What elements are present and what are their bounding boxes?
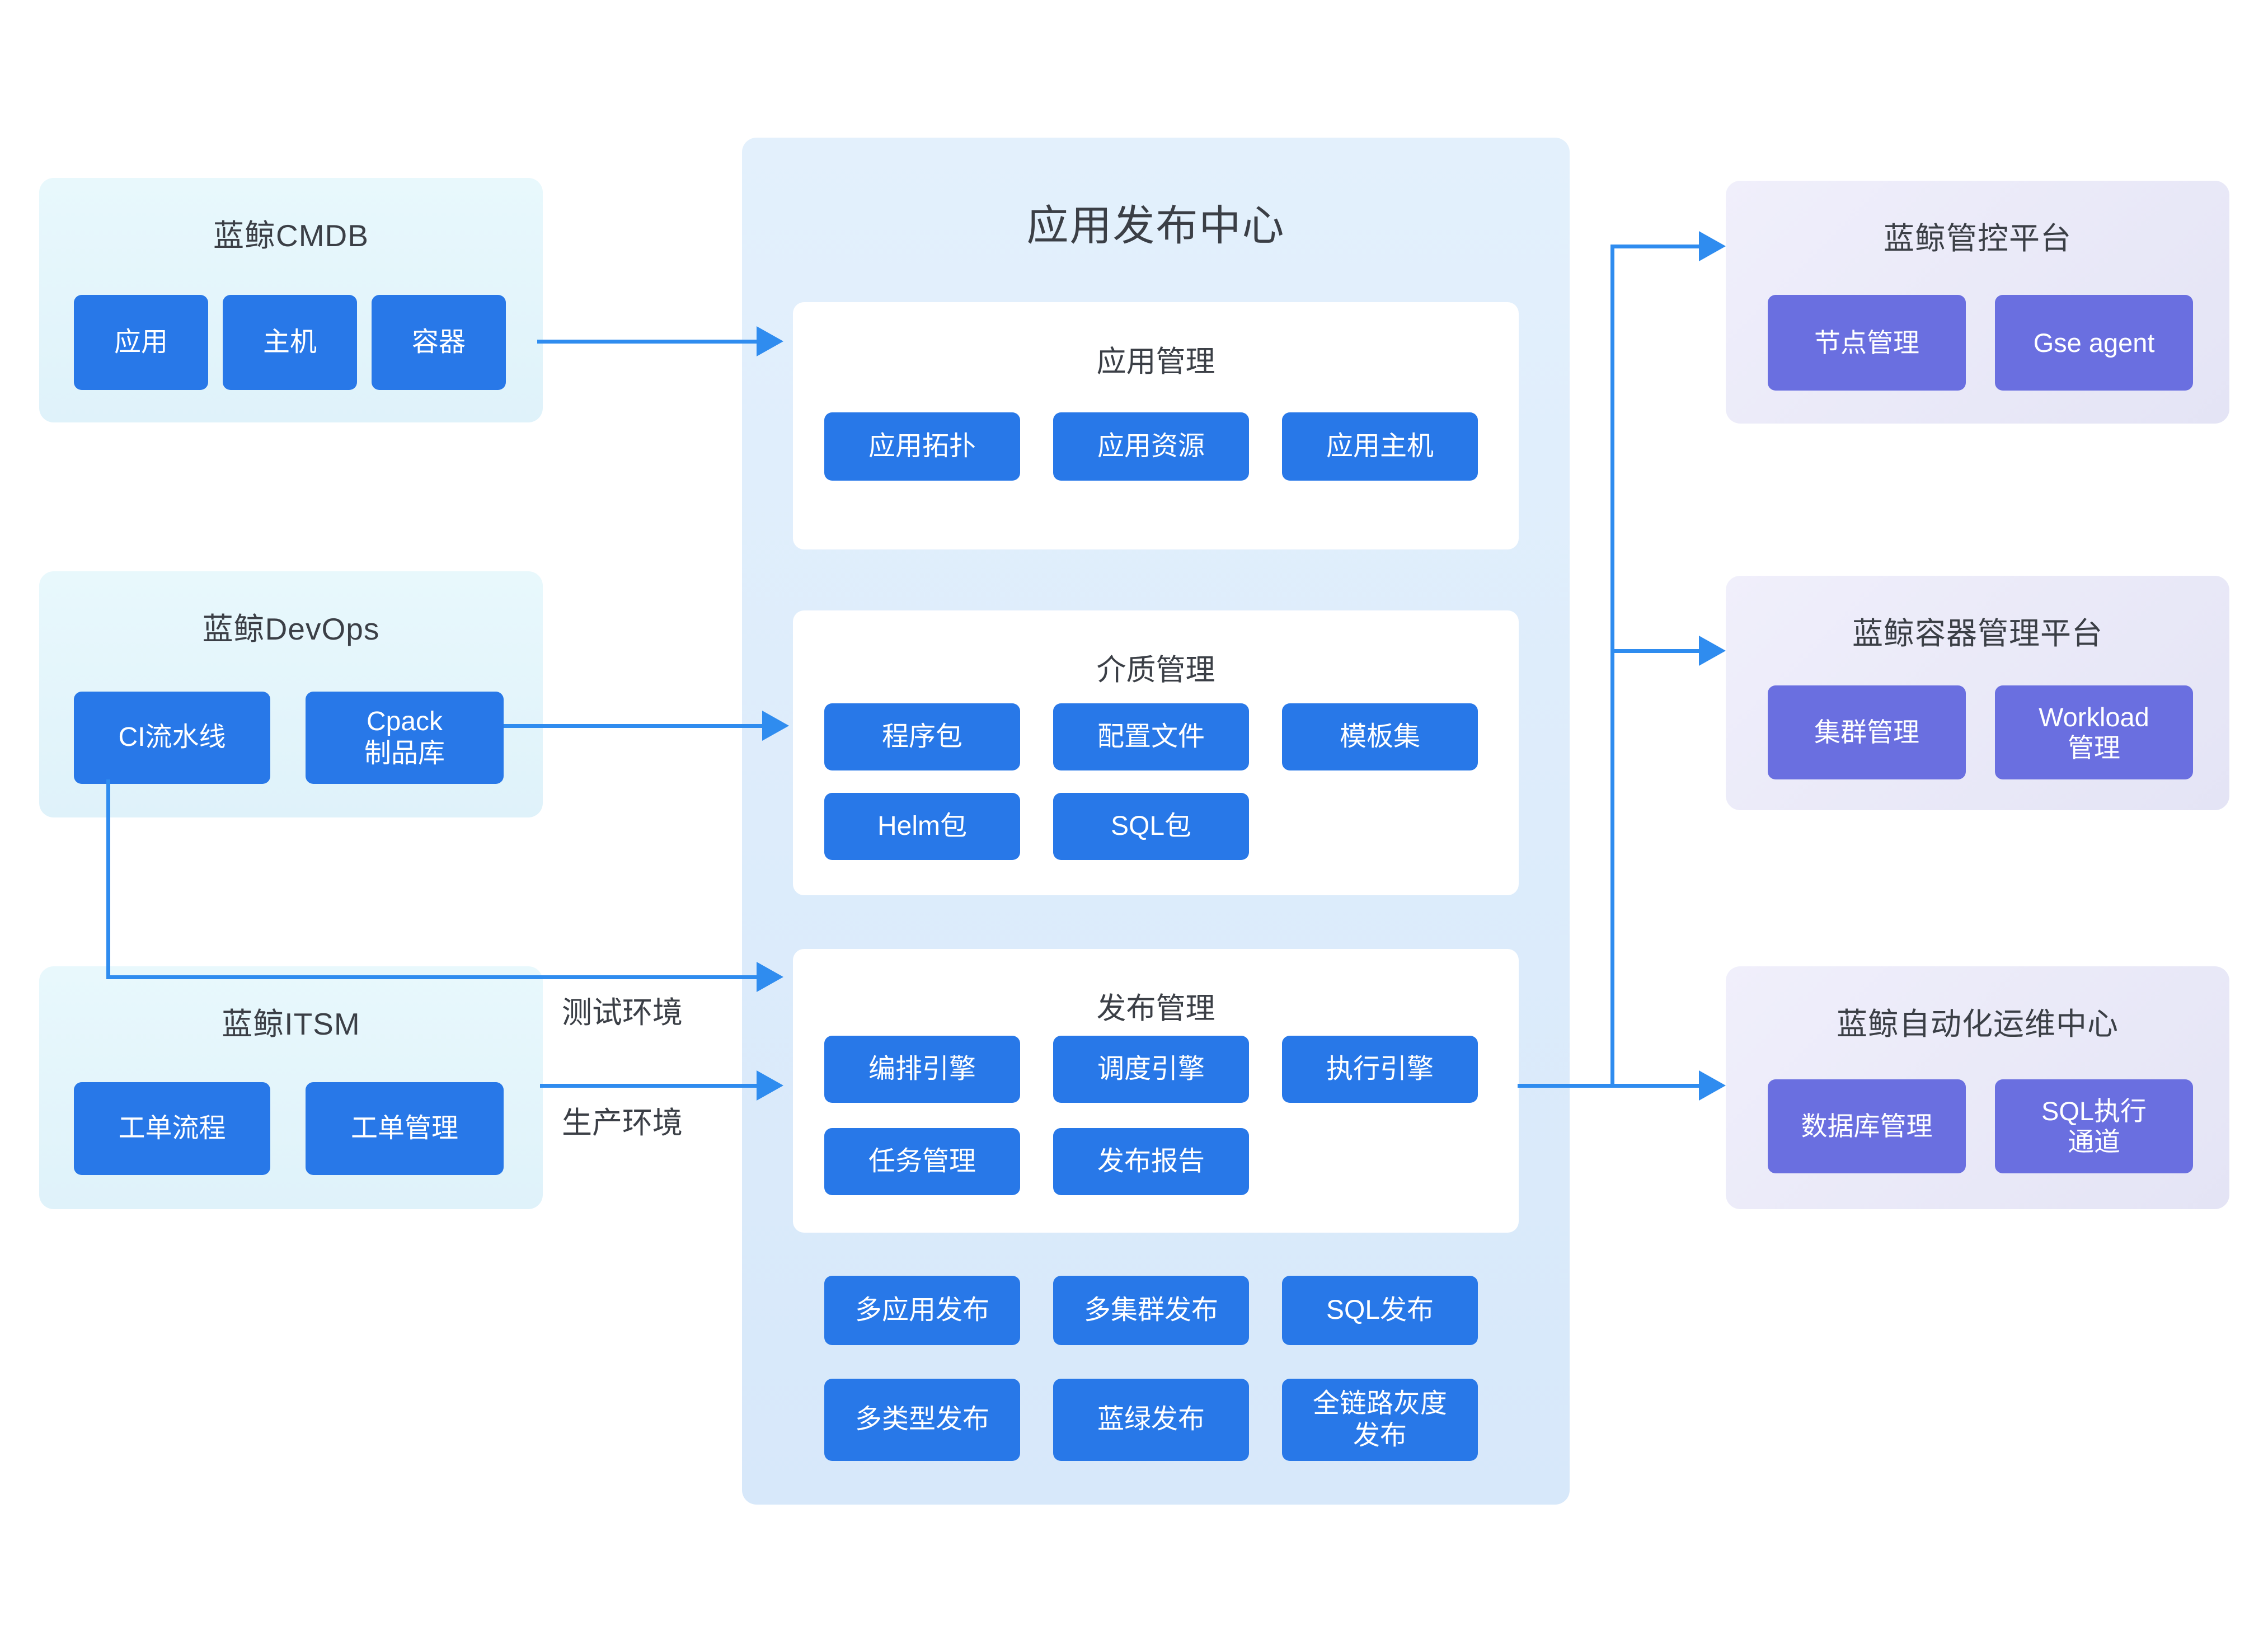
feature-button-row-1: 多应用发布 多集群发布 SQL发布 (824, 1276, 1478, 1345)
helm-package-button: Helm包 (824, 793, 1020, 860)
test-env-line (106, 975, 757, 979)
ops-center-box: 蓝鲸自动化运维中心 数据库管理 SQL执行 通道 (1726, 966, 2229, 1209)
right-trunk-line (1610, 245, 1614, 1088)
branch-bottom-line (1614, 1084, 1699, 1088)
multi-type-release-button: 多类型发布 (824, 1379, 1020, 1461)
container-button: 容器 (372, 295, 506, 390)
release-mgmt-card: 发布管理 编排引擎 调度引擎 执行引擎 任务管理 发布报告 (793, 949, 1519, 1233)
prod-env-label: 生产环境 (562, 1106, 683, 1140)
task-mgmt-button: 任务管理 (824, 1128, 1020, 1195)
orchestration-engine-button: 编排引擎 (824, 1036, 1020, 1103)
cluster-mgmt-button: 集群管理 (1768, 685, 1966, 779)
cmdb-box-title: 蓝鲸CMDB (213, 218, 369, 253)
control-platform-title: 蓝鲸管控平台 (1883, 221, 2072, 256)
branch-middle-line (1610, 649, 1699, 653)
app-button: 应用 (74, 295, 208, 390)
cmdb-button-row: 应用 主机 容器 (74, 295, 506, 390)
release-report-button: 发布报告 (1053, 1128, 1249, 1195)
branch-top-line (1610, 245, 1699, 248)
app-host-button: 应用主机 (1282, 412, 1478, 481)
container-platform-button-row: 集群管理 Workload 管理 (1768, 685, 2193, 779)
itsm-button-row: 工单流程 工单管理 (74, 1082, 504, 1175)
prod-env-arrowhead (757, 1070, 783, 1101)
ops-center-button-row: 数据库管理 SQL执行 通道 (1768, 1079, 2193, 1173)
feature-button-row-2: 多类型发布 蓝绿发布 全链路灰度 发布 (824, 1379, 1478, 1461)
ops-center-title: 蓝鲸自动化运维中心 (1836, 1007, 2119, 1041)
ci-pipeline-button: CI流水线 (74, 692, 270, 784)
multi-cluster-release-button: 多集群发布 (1053, 1276, 1249, 1345)
media-mgmt-card-title: 介质管理 (1096, 654, 1215, 687)
gse-agent-button: Gse agent (1995, 295, 2193, 391)
app-mgmt-card: 应用管理 应用拓扑 应用资源 应用主机 (793, 302, 1519, 549)
branch-top-arrowhead (1699, 231, 1726, 261)
template-set-button: 模板集 (1282, 703, 1478, 770)
execution-engine-button: 执行引擎 (1282, 1036, 1478, 1103)
multi-app-release-button: 多应用发布 (824, 1276, 1020, 1345)
sql-release-button: SQL发布 (1282, 1276, 1478, 1345)
release-mgmt-card-title: 发布管理 (1096, 992, 1215, 1025)
media-mgmt-button-row-1: 程序包 配置文件 模板集 (824, 703, 1478, 770)
cpack-to-media-arrowhead (762, 711, 789, 741)
workload-mgmt-button: Workload 管理 (1995, 685, 2193, 779)
config-file-button: 配置文件 (1053, 703, 1249, 770)
cmdb-to-center-line (537, 340, 757, 344)
program-package-button: 程序包 (824, 703, 1020, 770)
database-mgmt-button: 数据库管理 (1768, 1079, 1966, 1173)
itsm-box-title: 蓝鲸ITSM (222, 1007, 360, 1041)
control-platform-box: 蓝鲸管控平台 节点管理 Gse agent (1726, 181, 2229, 424)
prod-env-line (540, 1084, 757, 1088)
app-mgmt-card-title: 应用管理 (1096, 345, 1215, 378)
release-center-panel: 应用发布中心 应用管理 应用拓扑 应用资源 应用主机 介质管理 程序包 配置文件… (742, 138, 1570, 1505)
full-link-gray-release-button: 全链路灰度 发布 (1282, 1379, 1478, 1461)
scheduling-engine-button: 调度引擎 (1053, 1036, 1249, 1103)
cmdb-to-center-arrowhead (757, 326, 783, 356)
blue-green-release-button: 蓝绿发布 (1053, 1379, 1249, 1461)
release-center-title: 应用发布中心 (1026, 202, 1285, 249)
host-button: 主机 (223, 295, 357, 390)
cpack-repo-button: Cpack 制品库 (306, 692, 504, 784)
app-resource-button: 应用资源 (1053, 412, 1249, 481)
branch-bottom-arrowhead (1699, 1070, 1726, 1101)
sql-package-button: SQL包 (1053, 793, 1249, 860)
ticket-mgmt-button: 工单管理 (306, 1082, 504, 1175)
itsm-box: 蓝鲸ITSM 工单流程 工单管理 (39, 966, 543, 1209)
ci-down-line (106, 779, 110, 979)
devops-button-row: CI流水线 Cpack 制品库 (74, 692, 504, 784)
container-platform-title: 蓝鲸容器管理平台 (1852, 616, 2103, 651)
ticket-flow-button: 工单流程 (74, 1082, 270, 1175)
devops-box: 蓝鲸DevOps CI流水线 Cpack 制品库 (39, 571, 543, 817)
center-exit-line (1518, 1084, 1614, 1088)
control-platform-button-row: 节点管理 Gse agent (1768, 295, 2193, 391)
media-mgmt-button-row-2: Helm包 SQL包 (824, 793, 1249, 860)
cmdb-box: 蓝鲸CMDB 应用 主机 容器 (39, 178, 543, 422)
release-mgmt-button-row-2: 任务管理 发布报告 (824, 1128, 1249, 1195)
test-env-label: 测试环境 (562, 996, 683, 1030)
app-topology-button: 应用拓扑 (824, 412, 1020, 481)
app-mgmt-button-row: 应用拓扑 应用资源 应用主机 (824, 412, 1478, 481)
container-platform-box: 蓝鲸容器管理平台 集群管理 Workload 管理 (1726, 576, 2229, 810)
branch-middle-arrowhead (1699, 636, 1726, 666)
test-env-arrowhead (757, 962, 783, 992)
media-mgmt-card: 介质管理 程序包 配置文件 模板集 Helm包 SQL包 (793, 610, 1519, 895)
release-mgmt-button-row-1: 编排引擎 调度引擎 执行引擎 (824, 1036, 1478, 1103)
devops-box-title: 蓝鲸DevOps (202, 612, 380, 646)
node-mgmt-button: 节点管理 (1768, 295, 1966, 391)
sql-channel-button: SQL执行 通道 (1995, 1079, 2193, 1173)
cpack-to-media-line (504, 724, 762, 728)
